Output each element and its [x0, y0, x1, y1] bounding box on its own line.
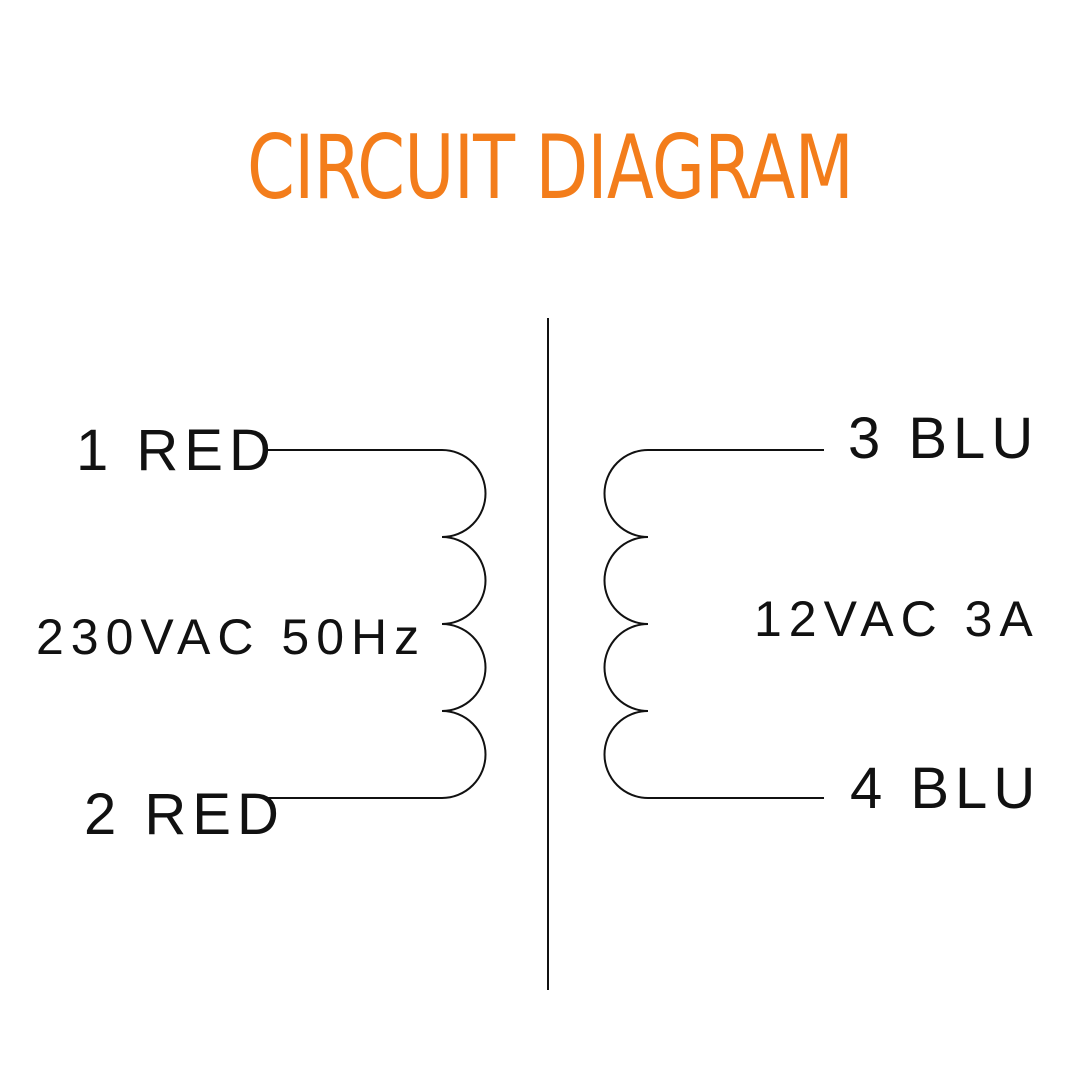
terminal-1-label: 1 RED — [76, 418, 277, 483]
diagram-title: CIRCUIT DIAGRAM — [246, 116, 854, 219]
secondary-coil — [603, 449, 649, 799]
terminal-3-label: 3 BLU — [848, 406, 1039, 471]
secondary-winding — [603, 449, 824, 799]
secondary-rating-label: 12VAC 3A — [754, 591, 1040, 647]
terminal-4-label: 4 BLU — [850, 756, 1041, 821]
terminal-2-label: 2 RED — [84, 782, 285, 847]
primary-coil — [441, 449, 487, 799]
primary-winding — [266, 449, 487, 799]
primary-rating-label: 230VAC 50Hz — [36, 609, 426, 665]
